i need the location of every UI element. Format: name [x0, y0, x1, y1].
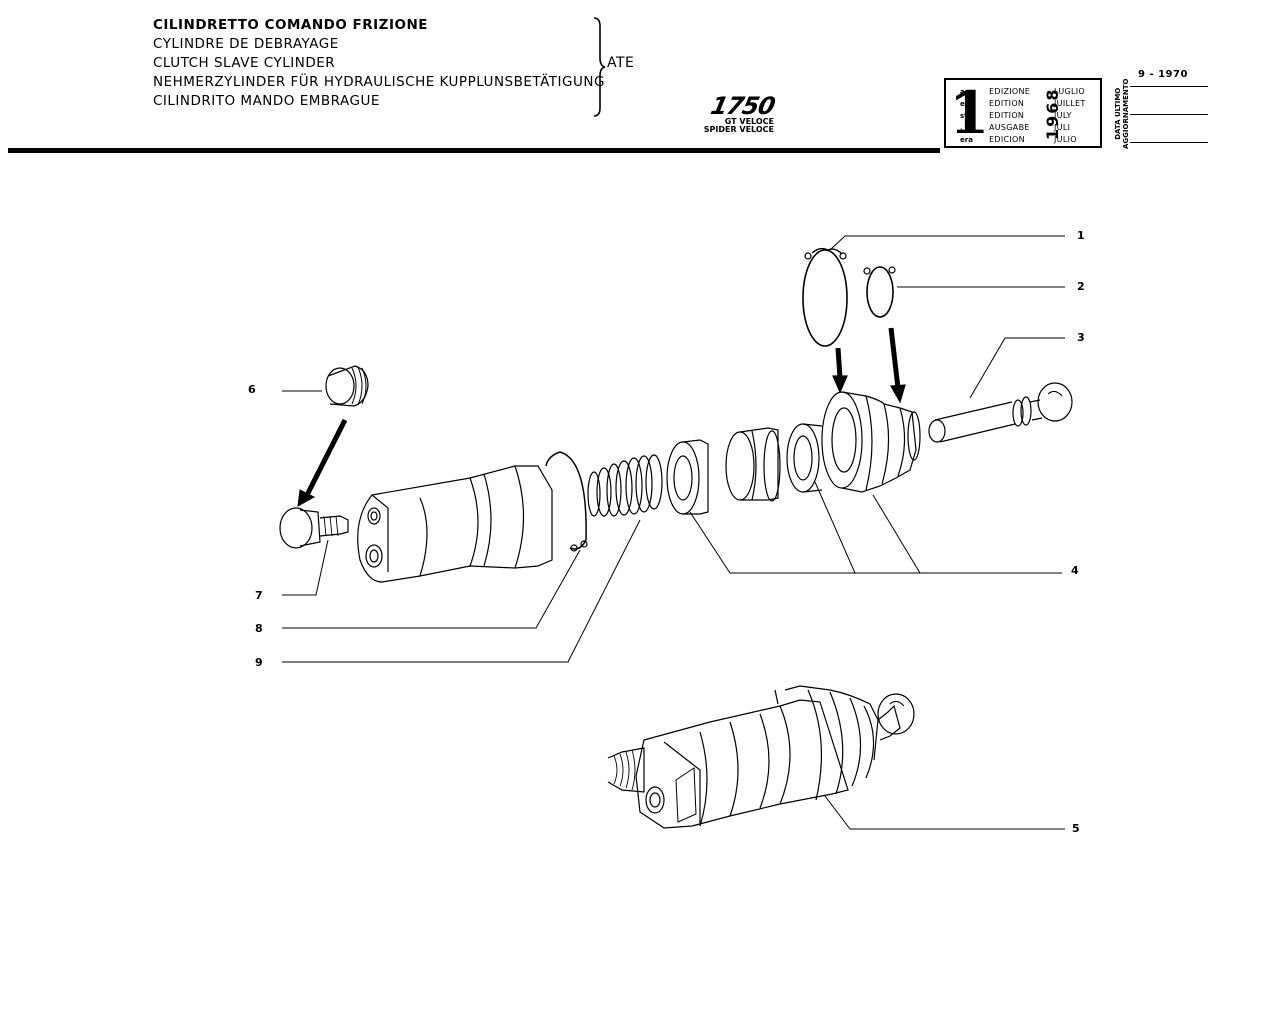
callout-3: 3 — [1077, 331, 1085, 344]
part-4-boot-and-seals — [666, 391, 921, 515]
title-french: CYLINDRE DE DEBRAYAGE — [153, 36, 339, 52]
month-en: JULY — [1054, 111, 1072, 120]
edition-label-it: EDIZIONE — [989, 87, 1031, 96]
month-it: LUGLIO — [1054, 87, 1086, 96]
part-8-snap-ring — [545, 451, 588, 552]
part-3-push-rod — [928, 382, 1073, 443]
update-line-2 — [1130, 114, 1208, 115]
part-1-large-clip — [802, 247, 848, 347]
edition-label-de: AUSGABE — [989, 123, 1030, 132]
part-7-bleed-screw — [279, 507, 349, 549]
part-9-spring — [587, 454, 663, 517]
ordinal-en: st — [960, 112, 968, 120]
edition-box: 1 a ere st . era EDIZIONE EDITION EDITIO… — [944, 78, 1102, 148]
callout-9: 9 — [255, 656, 263, 669]
edition-labels: EDIZIONE EDITION EDITION AUSGABE EDICION — [989, 86, 1030, 146]
edition-ordinals: a ere st . era — [960, 86, 973, 146]
title-italian: CILINDRETTO COMANDO FRIZIONE — [153, 17, 428, 33]
part-5-assembled-cylinder — [607, 685, 915, 829]
supplier-name: ATE — [607, 55, 635, 71]
part-2-small-clip — [863, 266, 896, 318]
callout-7: 7 — [255, 589, 263, 602]
arrow-from-clip-small — [888, 327, 906, 404]
leader-lines — [282, 235, 1065, 830]
part-6-plug — [325, 365, 369, 407]
ordinal-fr: ere — [960, 100, 973, 108]
title-brace — [593, 17, 606, 117]
title-german: NEHMERZYLINDER FÜR HYDRAULISCHE KUPPLUNS… — [153, 74, 605, 90]
edition-label-en: EDITION — [989, 111, 1025, 120]
month-fr: JUILLET — [1054, 99, 1086, 108]
callout-2: 2 — [1077, 280, 1085, 293]
update-line-3 — [1130, 142, 1208, 143]
model-variant-1: GT VELOCE — [724, 117, 774, 126]
edition-label-fr: EDITION — [989, 99, 1025, 108]
header-rule — [8, 148, 940, 153]
title-spanish: CILINDRITO MANDO EMBRAGUE — [153, 93, 380, 109]
arrow-from-plug — [297, 418, 348, 507]
cylinder-body — [357, 465, 553, 583]
callout-5: 5 — [1072, 822, 1080, 835]
update-line-1 — [1130, 86, 1208, 87]
ordinal-it: a — [960, 88, 965, 96]
title-block: CILINDRETTO COMANDO FRIZIONE CYLINDRE DE… — [153, 16, 605, 111]
edition-number: 1 — [949, 79, 990, 147]
callout-6: 6 — [248, 383, 256, 396]
callout-1: 1 — [1077, 229, 1085, 242]
month-de: JULI — [1054, 123, 1071, 132]
edition-months: LUGLIO JUILLET JULY JULI JULIO — [1054, 86, 1086, 146]
callout-4: 4 — [1071, 564, 1079, 577]
update-date: 9 - 1970 — [1138, 69, 1188, 80]
model-variant-2: SPIDER VELOCE — [703, 125, 774, 134]
month-es: JULIO — [1054, 135, 1077, 144]
model-block: 1750 GT VELOCE SPIDER VELOCE — [688, 92, 777, 134]
ordinal-de: . — [960, 124, 963, 132]
title-english: CLUTCH SLAVE CYLINDER — [153, 55, 336, 71]
ordinal-es: era — [960, 136, 973, 144]
arrow-from-clip-large — [832, 347, 848, 394]
callout-8: 8 — [255, 622, 263, 635]
edition-label-es: EDICION — [989, 135, 1025, 144]
